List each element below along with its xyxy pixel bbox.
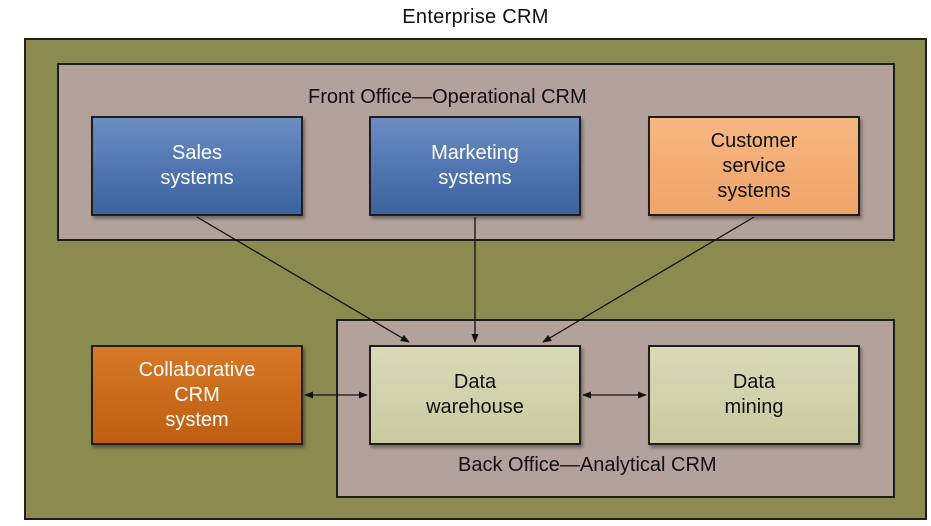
- data-mining-box: Data mining: [648, 345, 860, 445]
- marketing-systems-box: Marketing systems: [369, 116, 581, 216]
- diagram-title: Enterprise CRM: [402, 6, 549, 28]
- back-office-label: Back Office—Analytical CRM: [458, 454, 717, 476]
- customer-service-systems-box: Customer service systems: [648, 116, 860, 216]
- collaborative-crm-system-box: Collaborative CRM system: [91, 345, 303, 445]
- sales-systems-box: Sales systems: [91, 116, 303, 216]
- data-warehouse-box: Data warehouse: [369, 345, 581, 445]
- front-office-label: Front Office—Operational CRM: [308, 86, 587, 108]
